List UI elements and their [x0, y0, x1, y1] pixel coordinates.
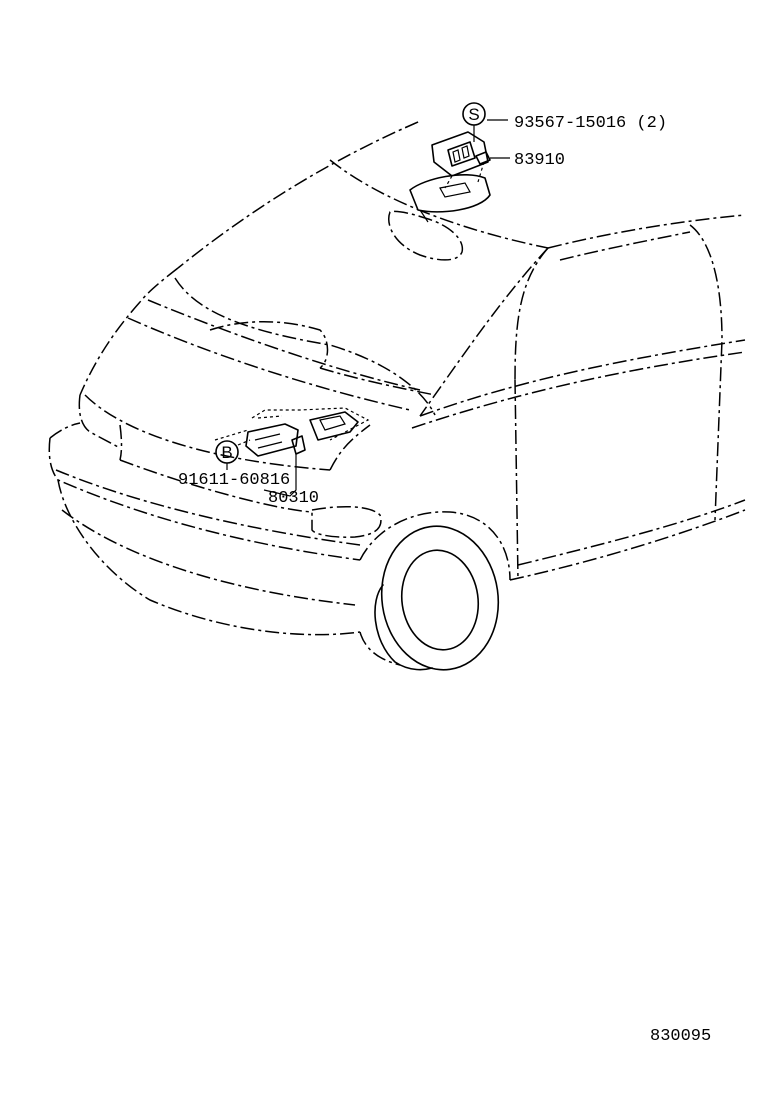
figure-number: 830095: [650, 1027, 711, 1046]
front-tire: [374, 525, 500, 671]
callout-83910: 83910: [490, 151, 565, 170]
s-symbol-label: S: [468, 105, 479, 124]
front-unit-part-number: 80310: [268, 489, 319, 508]
vehicle-outline: [48, 121, 746, 666]
front-unit: [214, 407, 370, 457]
overhead-bracket: [409, 161, 491, 213]
callout-80310: 80310: [263, 454, 319, 508]
bolt-s-part-number: 93567-15016 (2): [514, 114, 667, 133]
overhead-unit: [431, 131, 491, 177]
callout-b: B 91611-60816: [178, 439, 290, 490]
b-symbol-label: B: [221, 443, 232, 462]
bolt-b-part-number: 91611-60816: [178, 471, 290, 490]
interior-unit-part-number: 83910: [514, 151, 565, 170]
callout-s: S 93567-15016 (2): [462, 102, 667, 142]
